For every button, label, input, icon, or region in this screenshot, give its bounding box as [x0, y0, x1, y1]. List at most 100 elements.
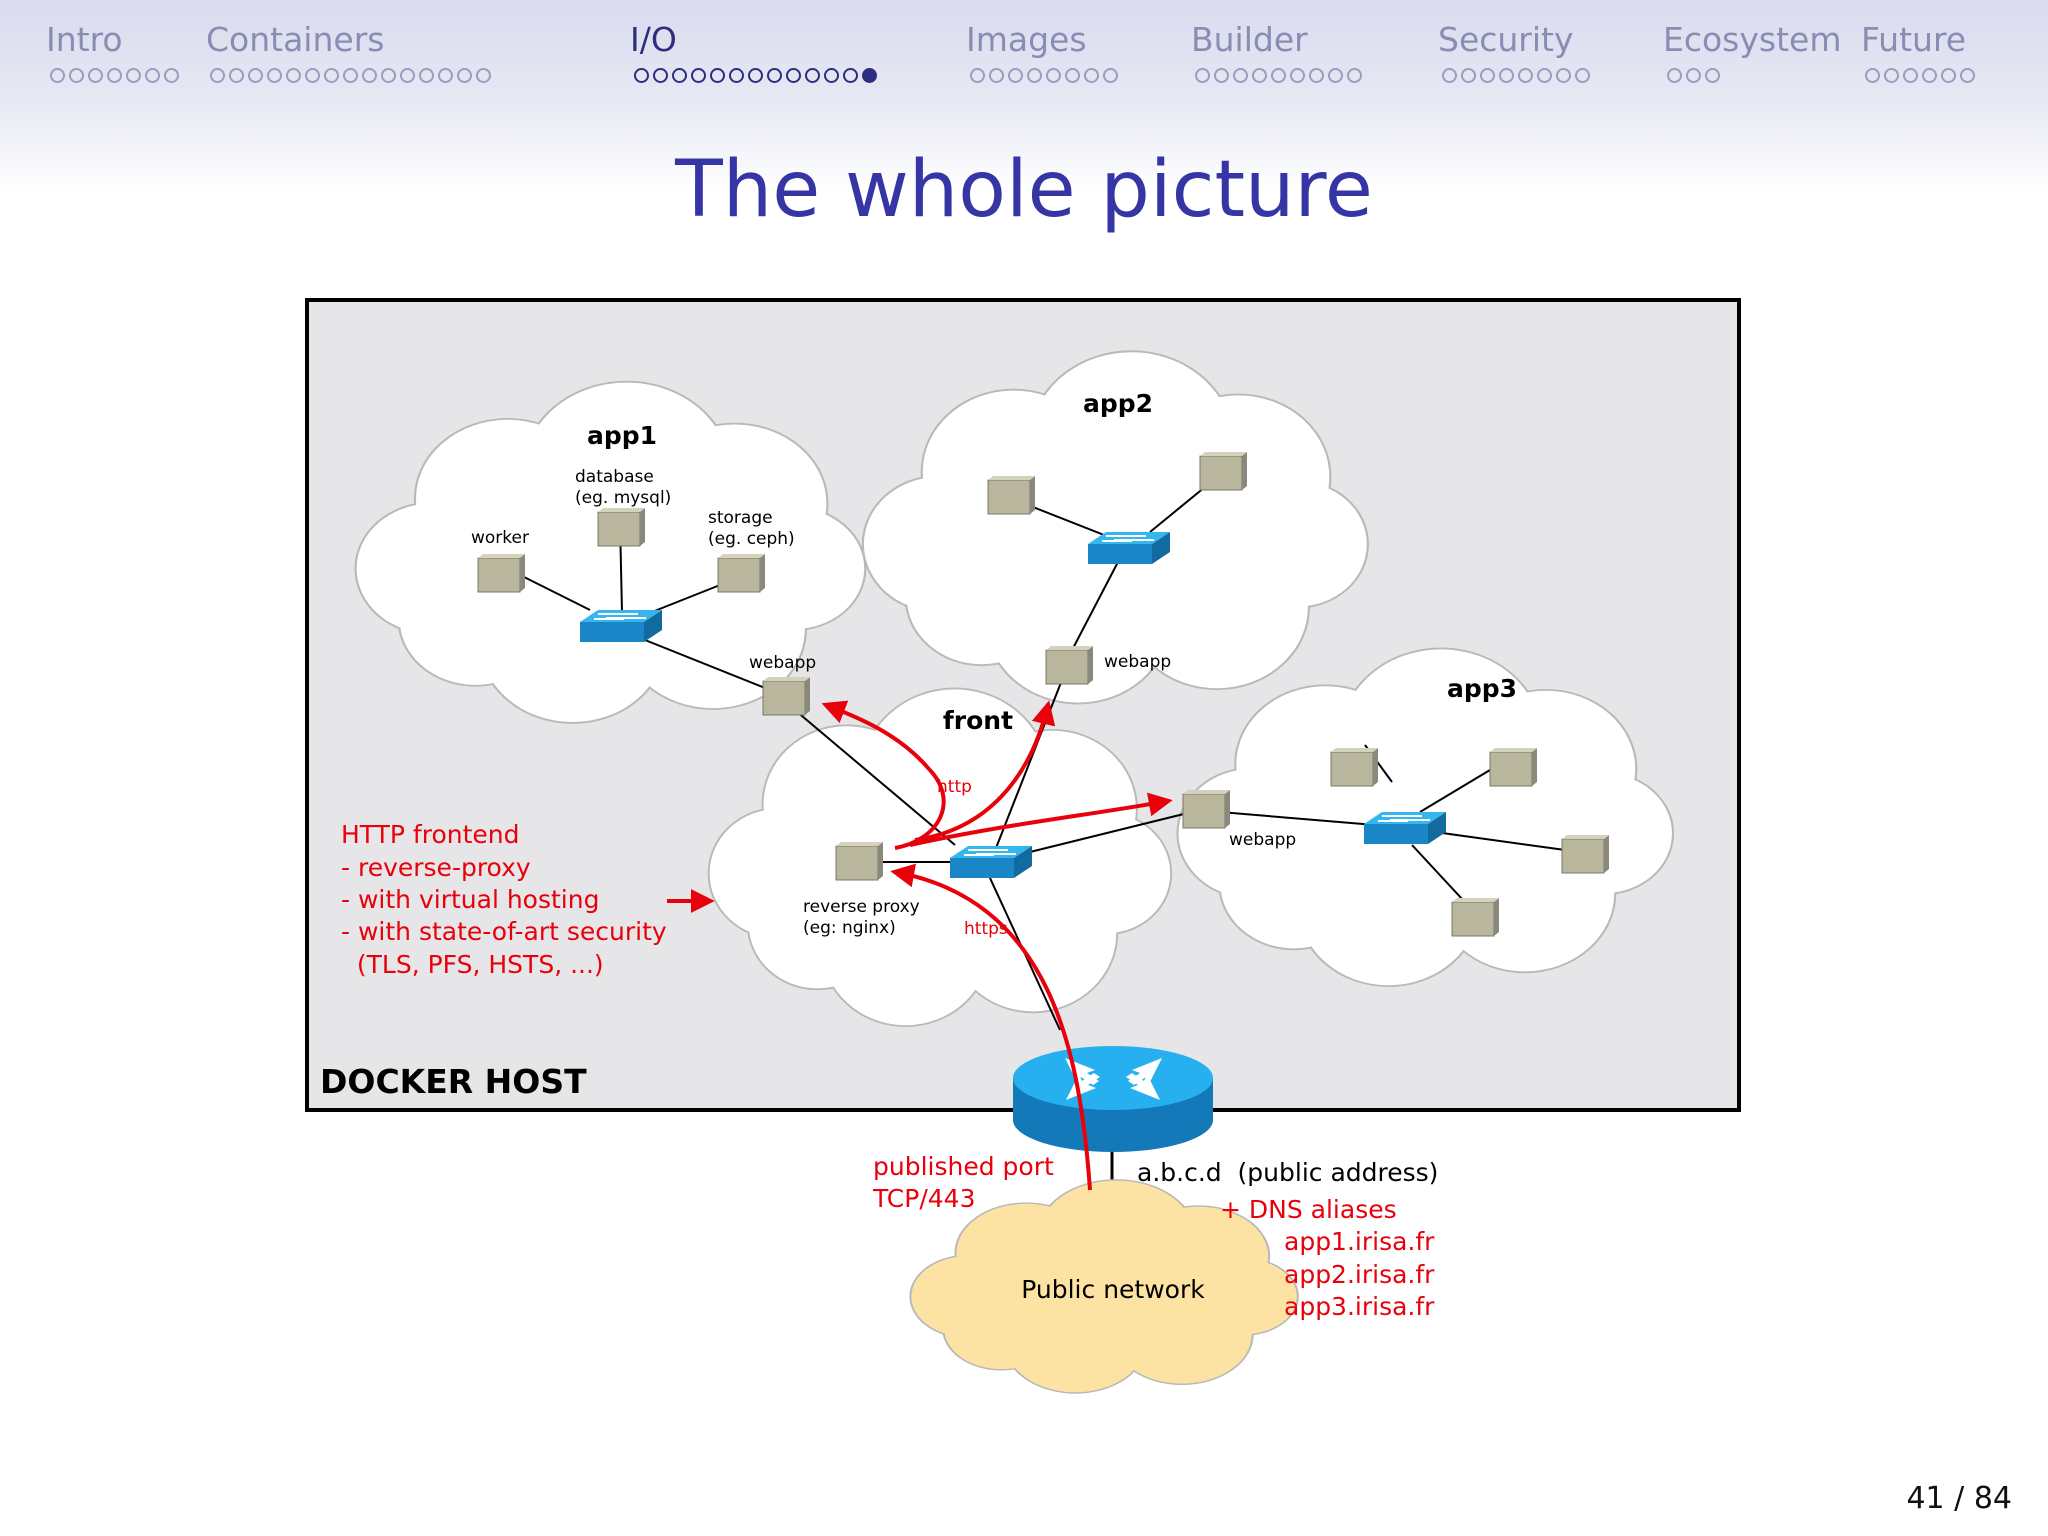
- app3-switch: [1364, 812, 1446, 844]
- nav-dot[interactable]: [1667, 68, 1682, 83]
- nav-dot-current[interactable]: [862, 68, 877, 83]
- nav-dot[interactable]: [164, 68, 179, 83]
- nav-dot[interactable]: [286, 68, 301, 83]
- nav-dot[interactable]: [1537, 68, 1552, 83]
- nav-dot[interactable]: [1884, 68, 1899, 83]
- nav-dot[interactable]: [419, 68, 434, 83]
- nav-dot[interactable]: [653, 68, 668, 83]
- nav-section-label[interactable]: Images: [966, 20, 1087, 59]
- app3-webapp-label: webapp: [1229, 830, 1296, 850]
- nav-dot[interactable]: [438, 68, 453, 83]
- nav-section-label[interactable]: Security: [1438, 20, 1574, 59]
- nav-dots: [634, 68, 881, 88]
- nav-dot[interactable]: [805, 68, 820, 83]
- nav-dots: [970, 68, 1122, 88]
- nav-dot[interactable]: [1233, 68, 1248, 83]
- nav-dot[interactable]: [210, 68, 225, 83]
- nav-dot[interactable]: [1480, 68, 1495, 83]
- nav-dot[interactable]: [145, 68, 160, 83]
- nav-section-intro[interactable]: Intro: [46, 18, 179, 83]
- nav-dot[interactable]: [69, 68, 84, 83]
- storage-label: storage: [708, 508, 773, 528]
- nav-dot[interactable]: [748, 68, 763, 83]
- nav-dot[interactable]: [324, 68, 339, 83]
- nav-dot[interactable]: [1865, 68, 1880, 83]
- app2-title: app2: [1083, 389, 1153, 418]
- nav-section-security[interactable]: Security: [1438, 18, 1590, 83]
- nav-dot[interactable]: [1556, 68, 1571, 83]
- nav-dot[interactable]: [1461, 68, 1476, 83]
- nav-dot[interactable]: [1065, 68, 1080, 83]
- nav-section-label[interactable]: Containers: [206, 20, 385, 59]
- dns-alias: app2.irisa.fr: [1284, 1260, 1435, 1289]
- nav-dot[interactable]: [989, 68, 1004, 83]
- nav-dot[interactable]: [248, 68, 263, 83]
- nav-dot[interactable]: [88, 68, 103, 83]
- nav-dot[interactable]: [267, 68, 282, 83]
- nav-dot[interactable]: [381, 68, 396, 83]
- nav-section-ecosystem[interactable]: Ecosystem: [1663, 18, 1842, 83]
- storage-type-label: (eg. ceph): [708, 529, 795, 549]
- nav-section-builder[interactable]: Builder: [1191, 18, 1362, 83]
- nav-dot[interactable]: [710, 68, 725, 83]
- nav-dot[interactable]: [1290, 68, 1305, 83]
- nav-dot[interactable]: [1960, 68, 1975, 83]
- nav-dot[interactable]: [1252, 68, 1267, 83]
- nav-dot[interactable]: [691, 68, 706, 83]
- nav-section-label[interactable]: Intro: [46, 20, 123, 59]
- nav-section-images[interactable]: Images: [966, 18, 1118, 83]
- router: [1013, 1046, 1213, 1152]
- nav-section-label[interactable]: Builder: [1191, 20, 1308, 59]
- nav-dot[interactable]: [229, 68, 244, 83]
- nav-section-label[interactable]: Ecosystem: [1663, 20, 1842, 59]
- app3-container-b: [1489, 748, 1537, 787]
- nav-dot[interactable]: [1442, 68, 1457, 83]
- nav-dot[interactable]: [305, 68, 320, 83]
- nav-section-io[interactable]: I/O: [630, 18, 877, 83]
- nav-section-containers[interactable]: Containers: [206, 18, 491, 83]
- nav-dot[interactable]: [400, 68, 415, 83]
- dns-aliases-label: + DNS aliases: [1220, 1195, 1397, 1224]
- nav-dot[interactable]: [1084, 68, 1099, 83]
- nav-dot[interactable]: [786, 68, 801, 83]
- nav-section-future[interactable]: Future: [1861, 18, 1975, 83]
- docker-host-label: DOCKER HOST: [320, 1062, 587, 1101]
- nav-dot[interactable]: [343, 68, 358, 83]
- app2-webapp-label: webapp: [1104, 652, 1171, 672]
- nav-dot[interactable]: [1499, 68, 1514, 83]
- nav-dot[interactable]: [729, 68, 744, 83]
- nav-dot[interactable]: [1008, 68, 1023, 83]
- nav-dot[interactable]: [970, 68, 985, 83]
- nav-dot[interactable]: [1686, 68, 1701, 83]
- nav-dot[interactable]: [1922, 68, 1937, 83]
- nav-dot[interactable]: [457, 68, 472, 83]
- nav-dot[interactable]: [50, 68, 65, 83]
- nav-dot[interactable]: [1027, 68, 1042, 83]
- nav-dot[interactable]: [362, 68, 377, 83]
- nav-dot[interactable]: [767, 68, 782, 83]
- nav-dot[interactable]: [672, 68, 687, 83]
- nav-dot[interactable]: [1705, 68, 1720, 83]
- nav-dot[interactable]: [126, 68, 141, 83]
- nav-dot[interactable]: [1347, 68, 1362, 83]
- nav-dot[interactable]: [476, 68, 491, 83]
- nav-dot[interactable]: [1103, 68, 1118, 83]
- nav-dot[interactable]: [634, 68, 649, 83]
- nav-section-label[interactable]: I/O: [630, 20, 677, 59]
- nav-dot[interactable]: [1328, 68, 1343, 83]
- nav-dot[interactable]: [824, 68, 839, 83]
- nav-dot[interactable]: [1903, 68, 1918, 83]
- nav-dot[interactable]: [107, 68, 122, 83]
- nav-dot[interactable]: [1271, 68, 1286, 83]
- nav-dot[interactable]: [1046, 68, 1061, 83]
- nav-dot[interactable]: [1214, 68, 1229, 83]
- nav-section-label[interactable]: Future: [1861, 20, 1967, 59]
- https-label: https: [964, 919, 1008, 939]
- app3-title: app3: [1447, 674, 1517, 703]
- nav-dot[interactable]: [1518, 68, 1533, 83]
- nav-dot[interactable]: [843, 68, 858, 83]
- nav-dot[interactable]: [1575, 68, 1590, 83]
- nav-dot[interactable]: [1941, 68, 1956, 83]
- nav-dot[interactable]: [1309, 68, 1324, 83]
- nav-dot[interactable]: [1195, 68, 1210, 83]
